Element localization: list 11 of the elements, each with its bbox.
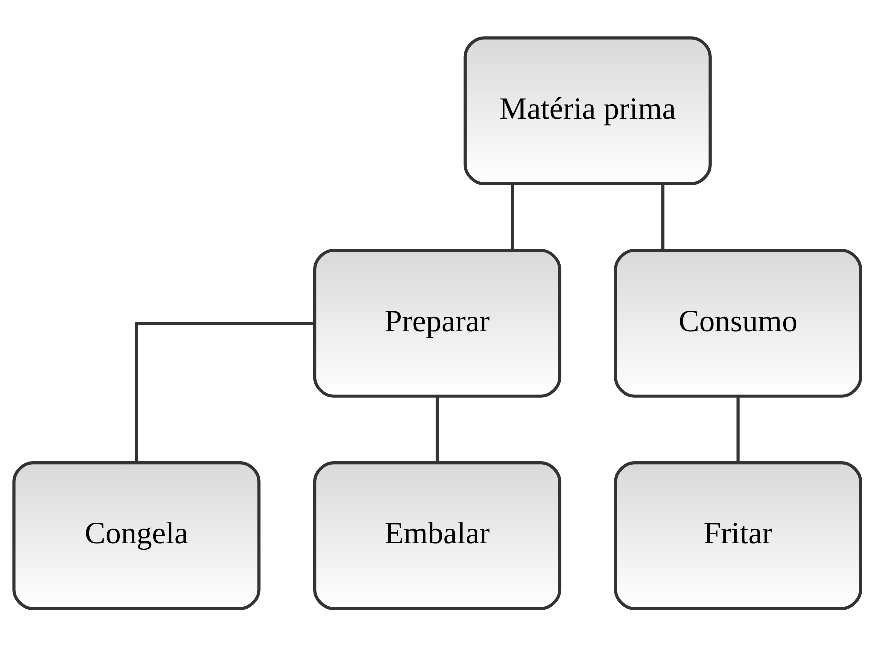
connector (662, 184, 665, 250)
node-box: Embalar (313, 461, 562, 610)
connector (511, 184, 514, 250)
node-box: Matéria prima (464, 36, 712, 185)
connector (736, 396, 740, 462)
node-box: Consumo (614, 248, 862, 398)
node-box: Congela (12, 461, 261, 610)
connector (436, 396, 440, 462)
node-box: Fritar (614, 461, 862, 610)
node-box: Preparar (313, 248, 562, 398)
connector (135, 321, 315, 462)
